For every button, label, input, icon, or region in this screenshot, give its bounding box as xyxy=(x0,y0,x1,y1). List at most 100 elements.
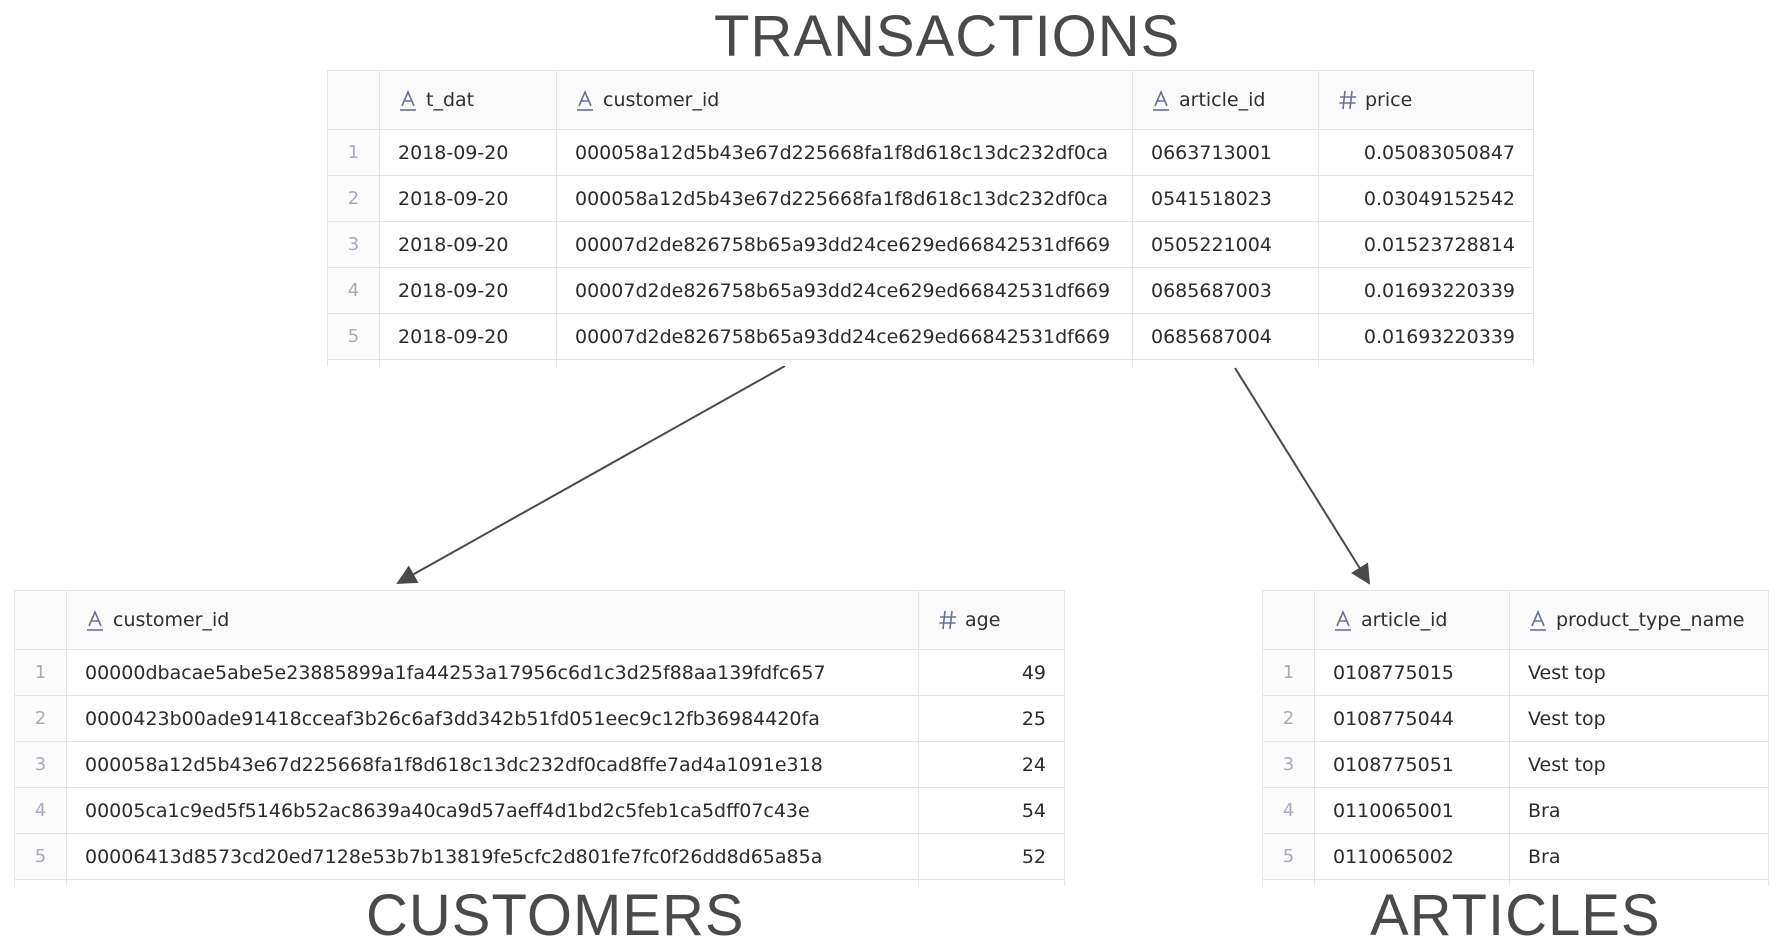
column-name: t_dat xyxy=(426,89,475,111)
number-type-icon xyxy=(937,608,959,632)
cell-customer_id: 00007d2de826758b65a93dd24ce629ed66842531… xyxy=(556,267,1133,314)
table-row[interactable]: 3 000058a12d5b43e67d225668fa1f8d618c13dc… xyxy=(14,741,1065,788)
column-header-product_type_name[interactable]: product_type_name xyxy=(1509,590,1769,650)
table-row[interactable]: 1 00000dbacae5abe5e23885899a1fa44253a179… xyxy=(14,649,1065,696)
index-header-cell xyxy=(1262,590,1315,650)
text-type-icon xyxy=(1333,608,1355,632)
table-row[interactable]: 3 2018-09-20 00007d2de826758b65a93dd24ce… xyxy=(327,221,1534,268)
table-header-row: t_dat customer_id article_id price xyxy=(327,70,1534,130)
cell-article_id: 0541518023 xyxy=(1132,175,1319,222)
text-type-icon xyxy=(1528,608,1550,632)
transactions-table: t_dat customer_id article_id price 1 201… xyxy=(327,70,1534,366)
index-header-cell xyxy=(14,590,67,650)
cell-t_dat: 2018-09-20 xyxy=(379,221,557,268)
cell-age: 25 xyxy=(918,695,1065,742)
cell-product_type_name: Vest top xyxy=(1509,741,1769,788)
cell-age: 54 xyxy=(918,787,1065,834)
truncated-row xyxy=(327,359,1534,366)
cell-price: 0.05083050847 xyxy=(1318,129,1534,176)
cell-customer_id: 0000423b00ade91418cceaf3b26c6af3dd342b51… xyxy=(66,695,919,742)
cell-age: 24 xyxy=(918,741,1065,788)
cell-article_id: 0108775051 xyxy=(1314,741,1510,788)
cell-price: 0.01693220339 xyxy=(1318,313,1534,360)
row-index: 3 xyxy=(327,221,380,268)
cell-article_id: 0108775015 xyxy=(1314,649,1510,696)
index-header-cell xyxy=(327,70,380,130)
column-name: customer_id xyxy=(603,89,720,111)
cell-product_type_name: Vest top xyxy=(1509,695,1769,742)
table-row[interactable]: 5 00006413d8573cd20ed7128e53b7b13819fe5c… xyxy=(14,833,1065,880)
table-row[interactable]: 4 2018-09-20 00007d2de826758b65a93dd24ce… xyxy=(327,267,1534,314)
row-index: 2 xyxy=(327,175,380,222)
table-row[interactable]: 2 0108775044 Vest top xyxy=(1262,695,1769,742)
cell-customer_id: 000058a12d5b43e67d225668fa1f8d618c13dc23… xyxy=(556,129,1133,176)
cell-product_type_name: Vest top xyxy=(1509,649,1769,696)
text-type-icon xyxy=(398,88,420,112)
column-header-customer_id[interactable]: customer_id xyxy=(556,70,1133,130)
row-index: 3 xyxy=(14,741,67,788)
column-header-article_id[interactable]: article_id xyxy=(1132,70,1319,130)
table-row[interactable]: 5 0110065002 Bra xyxy=(1262,833,1769,880)
column-header-t_dat[interactable]: t_dat xyxy=(379,70,557,130)
articles-title: ARTICLES xyxy=(1370,883,1661,948)
cell-customer_id: 00005ca1c9ed5f5146b52ac8639a40ca9d57aeff… xyxy=(66,787,919,834)
column-header-age[interactable]: age xyxy=(918,590,1065,650)
column-name: age xyxy=(965,609,1001,631)
truncated-row xyxy=(14,879,1065,886)
row-index: 4 xyxy=(1262,787,1315,834)
cell-t_dat: 2018-09-20 xyxy=(379,313,557,360)
cell-article_id: 0108775044 xyxy=(1314,695,1510,742)
text-type-icon xyxy=(575,88,597,112)
arrow-transactions-to-articles xyxy=(1234,367,1371,585)
cell-t_dat: 2018-09-20 xyxy=(379,129,557,176)
cell-article_id: 0110065002 xyxy=(1314,833,1510,880)
column-name: price xyxy=(1365,89,1413,111)
table-row[interactable]: 2 0000423b00ade91418cceaf3b26c6af3dd342b… xyxy=(14,695,1065,742)
cell-article_id: 0685687004 xyxy=(1132,313,1319,360)
cell-price: 0.03049152542 xyxy=(1318,175,1534,222)
number-type-icon xyxy=(1337,88,1359,112)
cell-article_id: 0110065001 xyxy=(1314,787,1510,834)
cell-t_dat: 2018-09-20 xyxy=(379,267,557,314)
row-index: 1 xyxy=(327,129,380,176)
table-row[interactable]: 1 0108775015 Vest top xyxy=(1262,649,1769,696)
row-index: 4 xyxy=(14,787,67,834)
cell-customer_id: 00007d2de826758b65a93dd24ce629ed66842531… xyxy=(556,313,1133,360)
cell-price: 0.01693220339 xyxy=(1318,267,1534,314)
column-header-article_id[interactable]: article_id xyxy=(1314,590,1510,650)
customers-table: customer_id age 1 00000dbacae5abe5e23885… xyxy=(14,590,1065,886)
table-row[interactable]: 5 2018-09-20 00007d2de826758b65a93dd24ce… xyxy=(327,313,1534,360)
table-row[interactable]: 3 0108775051 Vest top xyxy=(1262,741,1769,788)
row-index: 5 xyxy=(14,833,67,880)
column-name: customer_id xyxy=(113,609,230,631)
table-row[interactable]: 1 2018-09-20 000058a12d5b43e67d225668fa1… xyxy=(327,129,1534,176)
cell-article_id: 0663713001 xyxy=(1132,129,1319,176)
row-index: 4 xyxy=(327,267,380,314)
cell-customer_id: 000058a12d5b43e67d225668fa1f8d618c13dc23… xyxy=(66,741,919,788)
text-type-icon xyxy=(1151,88,1173,112)
text-type-icon xyxy=(85,608,107,632)
cell-product_type_name: Bra xyxy=(1509,787,1769,834)
cell-customer_id: 00000dbacae5abe5e23885899a1fa44253a17956… xyxy=(66,649,919,696)
table-row[interactable]: 2 2018-09-20 000058a12d5b43e67d225668fa1… xyxy=(327,175,1534,222)
row-index: 1 xyxy=(14,649,67,696)
column-name: article_id xyxy=(1179,89,1266,111)
cell-customer_id: 00006413d8573cd20ed7128e53b7b13819fe5cfc… xyxy=(66,833,919,880)
arrow-transactions-to-customers xyxy=(396,365,786,584)
cell-age: 49 xyxy=(918,649,1065,696)
articles-table: article_id product_type_name 1 010877501… xyxy=(1262,590,1769,886)
table-row[interactable]: 4 0110065001 Bra xyxy=(1262,787,1769,834)
row-index: 2 xyxy=(1262,695,1315,742)
cell-customer_id: 000058a12d5b43e67d225668fa1f8d618c13dc23… xyxy=(556,175,1133,222)
column-header-customer_id[interactable]: customer_id xyxy=(66,590,919,650)
truncated-row xyxy=(1262,879,1769,886)
column-name: product_type_name xyxy=(1556,609,1745,631)
cell-customer_id: 00007d2de826758b65a93dd24ce629ed66842531… xyxy=(556,221,1133,268)
cell-price: 0.01523728814 xyxy=(1318,221,1534,268)
row-index: 1 xyxy=(1262,649,1315,696)
table-row[interactable]: 4 00005ca1c9ed5f5146b52ac8639a40ca9d57ae… xyxy=(14,787,1065,834)
column-header-price[interactable]: price xyxy=(1318,70,1534,130)
cell-article_id: 0685687003 xyxy=(1132,267,1319,314)
row-index: 2 xyxy=(14,695,67,742)
table-header-row: article_id product_type_name xyxy=(1262,590,1769,650)
